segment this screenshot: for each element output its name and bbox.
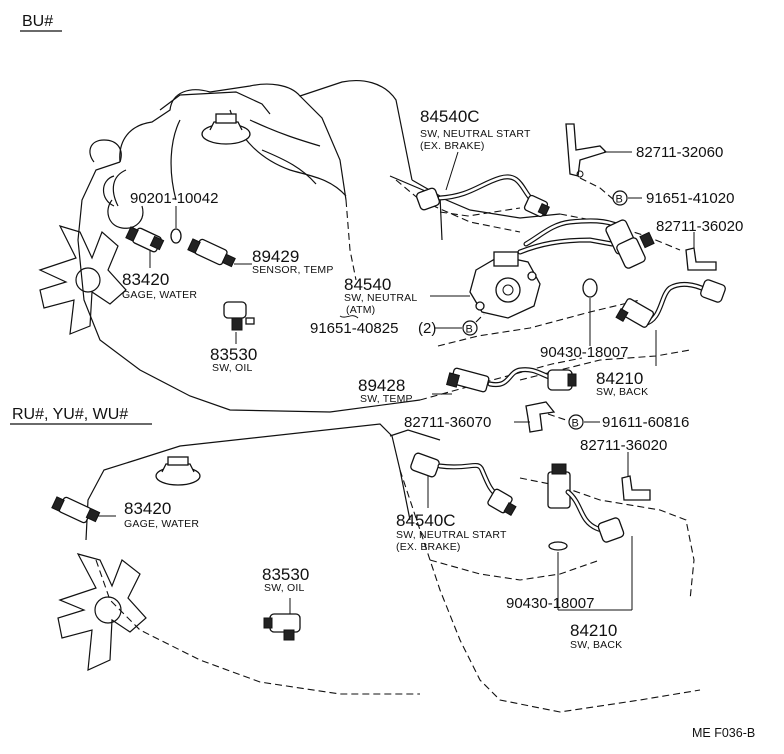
engine-block-top bbox=[38, 79, 691, 413]
label-83420-bottom: 83420 bbox=[124, 499, 171, 518]
label-84540c-bottom: 84540C bbox=[396, 511, 456, 530]
label-84540-desc1: SW, NEUTRAL bbox=[344, 292, 417, 304]
label-84210-top: 84210 bbox=[596, 369, 643, 388]
bolt-60816-marker bbox=[568, 414, 584, 430]
gasket-bottom bbox=[548, 541, 568, 551]
label-91651-41020: 91651-41020 bbox=[646, 190, 734, 207]
label-90201-10042: 90201-10042 bbox=[130, 190, 218, 207]
label-82711-32060: 82711-32060 bbox=[636, 144, 723, 161]
back-switch-top bbox=[615, 279, 726, 328]
bracket-36020-bottom bbox=[621, 475, 651, 501]
water-gage-top bbox=[125, 226, 165, 253]
tilde-84540 bbox=[339, 315, 359, 319]
back-switch-bottom bbox=[547, 463, 625, 543]
label-90430-18007-bottom: 90430-18007 bbox=[506, 595, 594, 612]
fan-bottom bbox=[57, 553, 147, 671]
label-83530-bottom-desc: SW, OIL bbox=[264, 582, 305, 594]
engine-block-bottom bbox=[57, 423, 701, 713]
label-84540c-top: 84540C bbox=[420, 107, 480, 126]
gasket-top bbox=[582, 278, 598, 298]
section-header-ru-yu-wu: RU#, YU#, WU# bbox=[12, 406, 128, 423]
temp-switch-89428 bbox=[446, 367, 577, 393]
dash-32060-bolt bbox=[579, 177, 615, 201]
oil-switch-top bbox=[223, 301, 255, 331]
label-82711-36020-top: 82711-36020 bbox=[656, 218, 743, 235]
label-91611-60816: 91611-60816 bbox=[602, 414, 689, 431]
label-83420-top: 83420 bbox=[122, 270, 169, 289]
label-83530-top-desc: SW, OIL bbox=[212, 362, 253, 374]
label-84540: 84540 bbox=[344, 275, 391, 294]
label-83530-top: 83530 bbox=[210, 345, 257, 364]
label-89428-desc: SW, TEMP bbox=[360, 393, 413, 405]
bolt-60816-marker-letter: B bbox=[572, 418, 579, 430]
label-84540-desc2: (ATM) bbox=[346, 304, 375, 316]
label-84210-bottom: 84210 bbox=[570, 621, 617, 640]
bolt-40825-marker bbox=[462, 320, 478, 336]
dash-40825 bbox=[475, 313, 485, 323]
section-header-bu: BU# bbox=[22, 13, 53, 30]
label-91651-40825-qty: (2) bbox=[418, 320, 436, 337]
label-89429-desc: SENSOR, TEMP bbox=[252, 264, 334, 276]
bracket-32060 bbox=[565, 123, 608, 178]
temp-sensor-89429 bbox=[187, 238, 236, 268]
bolt-41020-marker-letter: B bbox=[616, 194, 623, 206]
oil-cap-bottom bbox=[155, 456, 201, 486]
bracket-36020-top bbox=[685, 247, 717, 271]
label-84540c-bottom-desc2: (EX. BRAKE) bbox=[396, 541, 461, 553]
label-89429: 89429 bbox=[252, 247, 299, 266]
label-90430-18007-top: 90430-18007 bbox=[540, 344, 628, 361]
neutral-start-harness-top bbox=[517, 218, 655, 269]
label-84540c-bottom-desc1: SW, NEUTRAL START bbox=[396, 529, 507, 541]
bolt-40825-marker-letter: B bbox=[466, 324, 473, 336]
neutral-start-switch-bottom bbox=[410, 452, 517, 517]
label-82711-36070: 82711-36070 bbox=[404, 414, 491, 431]
bracket-36070 bbox=[525, 401, 556, 433]
oil-switch-bottom bbox=[263, 613, 301, 641]
label-84540c-top-desc2: (EX. BRAKE) bbox=[420, 140, 485, 152]
water-gage-bottom bbox=[51, 496, 101, 524]
label-84540c-top-desc1: SW, NEUTRAL START bbox=[420, 128, 531, 140]
fan-top bbox=[38, 225, 127, 335]
neutral-switch-atm bbox=[469, 251, 541, 319]
label-91651-40825: 91651-40825 bbox=[310, 320, 398, 337]
clip-10042 bbox=[170, 228, 182, 244]
label-84210-bottom-desc: SW, BACK bbox=[570, 639, 622, 651]
bolt-41020-marker bbox=[612, 190, 628, 206]
label-89428: 89428 bbox=[358, 376, 405, 395]
label-84210-top-desc: SW, BACK bbox=[596, 386, 648, 398]
figure-reference: ME F036-B bbox=[692, 726, 755, 740]
leader-84540c-top bbox=[445, 151, 459, 191]
neutral-start-switch-top bbox=[416, 174, 550, 218]
dash-36070 bbox=[547, 413, 567, 421]
oil-cap-top bbox=[201, 113, 251, 145]
label-83530-bottom: 83530 bbox=[262, 565, 309, 584]
label-82711-36020-bottom: 82711-36020 bbox=[580, 437, 667, 454]
label-83420-bottom-desc: GAGE, WATER bbox=[124, 518, 199, 530]
label-83420-top-desc: GAGE, WATER bbox=[122, 289, 197, 301]
